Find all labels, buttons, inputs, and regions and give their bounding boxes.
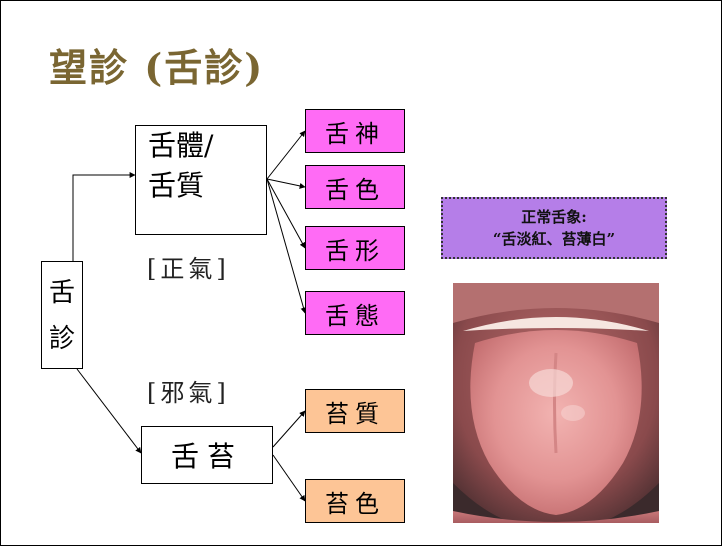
node-label: 苔質 [325, 399, 385, 428]
node-coating-texture: 苔質 [305, 389, 405, 433]
callout-line1: 正常舌象: [521, 208, 587, 226]
node-tongue-coating: 舌苔 [141, 426, 273, 484]
node-tongue-motility: 舌態 [305, 291, 405, 335]
pathogenic-qi-label: [邪氣] [147, 379, 230, 407]
body-to-xing-line [266, 178, 306, 249]
node-tongue-color: 舌色 [305, 165, 405, 209]
coat-to-se-line [272, 454, 306, 502]
body-to-tai-line [266, 178, 307, 314]
root-to-coat-line [76, 368, 142, 454]
root-node-tongue-diagnosis: 舌 診 [41, 261, 83, 369]
callout-line2: “舌淡紅、苔薄白” [492, 230, 616, 248]
node-tongue-body: 舌體/ 舌質 [135, 125, 267, 235]
upright-qi-label: [正氣] [147, 255, 230, 283]
body-to-shen-line [266, 130, 306, 180]
root-node-line2: 診 [48, 324, 75, 354]
root-to-body-line [72, 172, 136, 261]
node-label: 苔色 [325, 489, 385, 518]
node-label: 舌神 [325, 119, 385, 148]
tongue-illustration [453, 283, 659, 523]
node-label: 舌態 [325, 301, 385, 330]
page-title: 望診 (舌診) [49, 45, 265, 90]
tongue-photo [453, 283, 659, 523]
node-coating-color: 苔色 [305, 479, 405, 523]
tongue-body-line1: 舌體/ [148, 129, 214, 162]
root-node-line1: 舌 [48, 278, 75, 308]
node-label: 舌形 [325, 236, 385, 265]
tongue-coating-label: 舌苔 [170, 440, 243, 473]
node-label: 舌色 [325, 175, 385, 204]
node-tongue-spirit: 舌神 [305, 109, 405, 153]
coat-to-zhi-line [272, 410, 306, 448]
normal-tongue-callout: 正常舌象: “舌淡紅、苔薄白” [441, 197, 667, 259]
tongue-body-line2: 舌質 [148, 169, 205, 202]
body-to-se-line [266, 178, 306, 189]
node-tongue-shape: 舌形 [305, 226, 405, 270]
